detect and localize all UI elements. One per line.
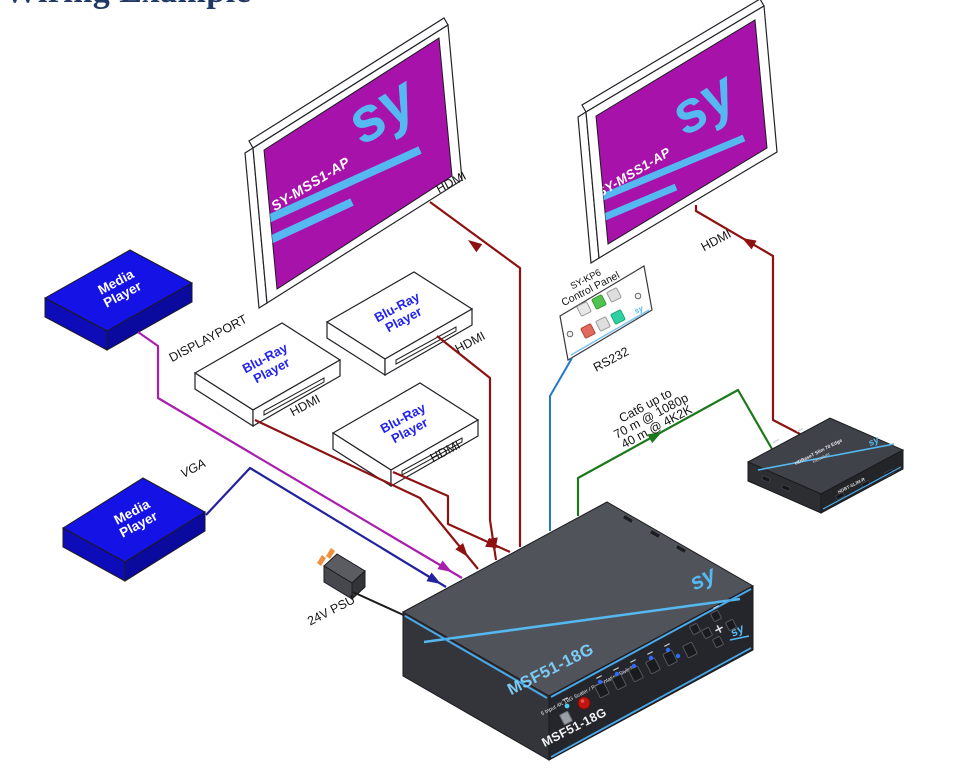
monitor-right-brand-stripe-2 (598, 183, 678, 223)
page-title: Wiring Example (4, 0, 251, 11)
psu-label: 24V PSU (305, 593, 357, 629)
arrow-hdmi-monitor-right (742, 238, 757, 250)
bluray-player-3: Blu-Ray Player (331, 382, 480, 488)
bluray-player-2: Blu-Ray Player (325, 271, 474, 377)
switcher-rear-port (675, 544, 687, 554)
monitor-left-brand-stripe-2 (266, 198, 354, 245)
switcher-nav-left-button (701, 627, 713, 639)
arrow-hdmi-monitor-left (468, 240, 483, 253)
control-panel-button-3 (606, 287, 622, 303)
control-panel-screw-right (634, 292, 642, 300)
receiver-front-port (761, 475, 771, 483)
switcher-output-led (675, 653, 681, 659)
psu-prong (326, 548, 335, 559)
control-panel: sy SY-KP6 Control Panel (559, 265, 653, 361)
switcher-button-label-mark (596, 675, 602, 679)
switcher-edge-stripe-front-bottom (550, 647, 752, 758)
switcher-standby-button (577, 696, 591, 710)
cable-rs232 (549, 357, 573, 531)
control-panel-button-5 (595, 316, 611, 332)
receiver-front-port (781, 484, 791, 492)
receiver-front-stripe (822, 466, 902, 510)
cable-hdmi-bluray-3 (392, 470, 511, 554)
receiver-front-port (835, 492, 845, 500)
switcher-edge-stripe-left (404, 615, 548, 699)
bluray-2-disc-slot (395, 326, 457, 365)
label-hdmi-monitor-right: HDMI (699, 227, 734, 254)
cable-hdmi-monitor-right (694, 205, 801, 435)
switcher-button-label-mark (630, 659, 636, 663)
cable-psu (352, 591, 411, 619)
control-panel-button-1 (576, 301, 592, 317)
switcher-on-label-mark (562, 697, 568, 701)
bluray-1-disc-slot (263, 377, 325, 416)
control-panel-button-2 (591, 294, 607, 310)
switcher-power-led (564, 703, 570, 709)
monitor-right: sy SY-MSS1-AP (577, 0, 778, 265)
switcher-button-label-mark (664, 643, 670, 647)
control-panel-button-4 (580, 323, 596, 339)
switcher-nav-center-icon (716, 625, 722, 633)
switcher-input-led-4 (648, 655, 654, 661)
receiver: HDBaseT Slim 70 Edge Receiver sy HDBT-SL… (746, 417, 905, 514)
switcher-power-button (559, 710, 573, 726)
switcher-input-led-2 (614, 671, 620, 677)
switcher-nav-right-button (725, 619, 737, 631)
monitor-left-brand-stripe (264, 146, 422, 224)
label-rs232: RS232 (591, 344, 631, 374)
cable-displayport (137, 331, 463, 579)
psu-prong-2 (317, 555, 326, 566)
arrow-hdmi-bluray-1 (455, 542, 468, 557)
switcher-input-button-5 (662, 649, 678, 667)
switcher-input-button-2 (611, 673, 627, 691)
receiver-port-label-mark (796, 427, 804, 433)
cable-hdmi-monitor-left (429, 201, 522, 547)
switcher-button-label-mark (713, 605, 719, 609)
receiver-brand-stripe (757, 443, 895, 471)
media-player-top-side-face (106, 282, 193, 351)
monitor-left-screen (263, 37, 453, 290)
switcher-input-button-3 (628, 665, 644, 683)
arrow-displayport (437, 560, 452, 572)
cable-hdmi-bluray-1 (254, 419, 479, 570)
control-panel-brand-stripe (570, 309, 650, 356)
monitor-right-screen (595, 19, 768, 245)
switcher-rear-port (622, 514, 634, 524)
switcher-top-brand-stripe (423, 597, 741, 644)
switcher-sy-front-underline (729, 635, 750, 641)
switcher-nav-down-button (712, 636, 724, 648)
label-vga: VGA (178, 456, 208, 481)
control-panel-screw-left (566, 330, 574, 338)
cable-vga (205, 466, 447, 588)
switcher-input-button-1 (594, 681, 610, 699)
switcher-rear-port (649, 529, 661, 539)
switcher-menu-button (689, 623, 701, 635)
arrow-vga (426, 572, 441, 584)
switcher-standby-button-highlight (580, 699, 585, 703)
control-panel-button-6 (610, 309, 626, 325)
monitor-left: sy SY-MSS1-AP (244, 17, 463, 310)
arrow-hdmi-bluray-3 (485, 537, 500, 548)
switcher-input-button-4 (645, 657, 661, 675)
arrow-cat6 (647, 432, 662, 444)
switcher-input-led-3 (631, 663, 637, 669)
switcher-output-button (682, 641, 698, 659)
media-player-bottom-side-face (124, 511, 206, 582)
psu: 24V PSU (305, 548, 366, 629)
switcher-input-led-1 (597, 679, 603, 685)
receiver-port-label-mark (772, 438, 780, 444)
switcher-input-led-5 (665, 647, 671, 653)
switcher-button-label-mark (647, 651, 653, 655)
monitor-right-brand-stripe (596, 134, 746, 203)
media-player-top: Media Player (43, 249, 194, 351)
switcher-nav-up-button (710, 610, 722, 622)
control-panel-plate (559, 265, 653, 361)
switcher-edge-stripe-front-top (550, 588, 752, 698)
media-player-bottom: Media Player (62, 477, 206, 582)
switcher-button-label-mark (613, 667, 619, 671)
bluray-player-1: Blu-Ray Player (193, 322, 342, 428)
switcher: MSF51-18G 5 Input 4K 18G Scaler / Presen… (401, 501, 755, 761)
bluray-3-disc-slot (401, 437, 463, 476)
